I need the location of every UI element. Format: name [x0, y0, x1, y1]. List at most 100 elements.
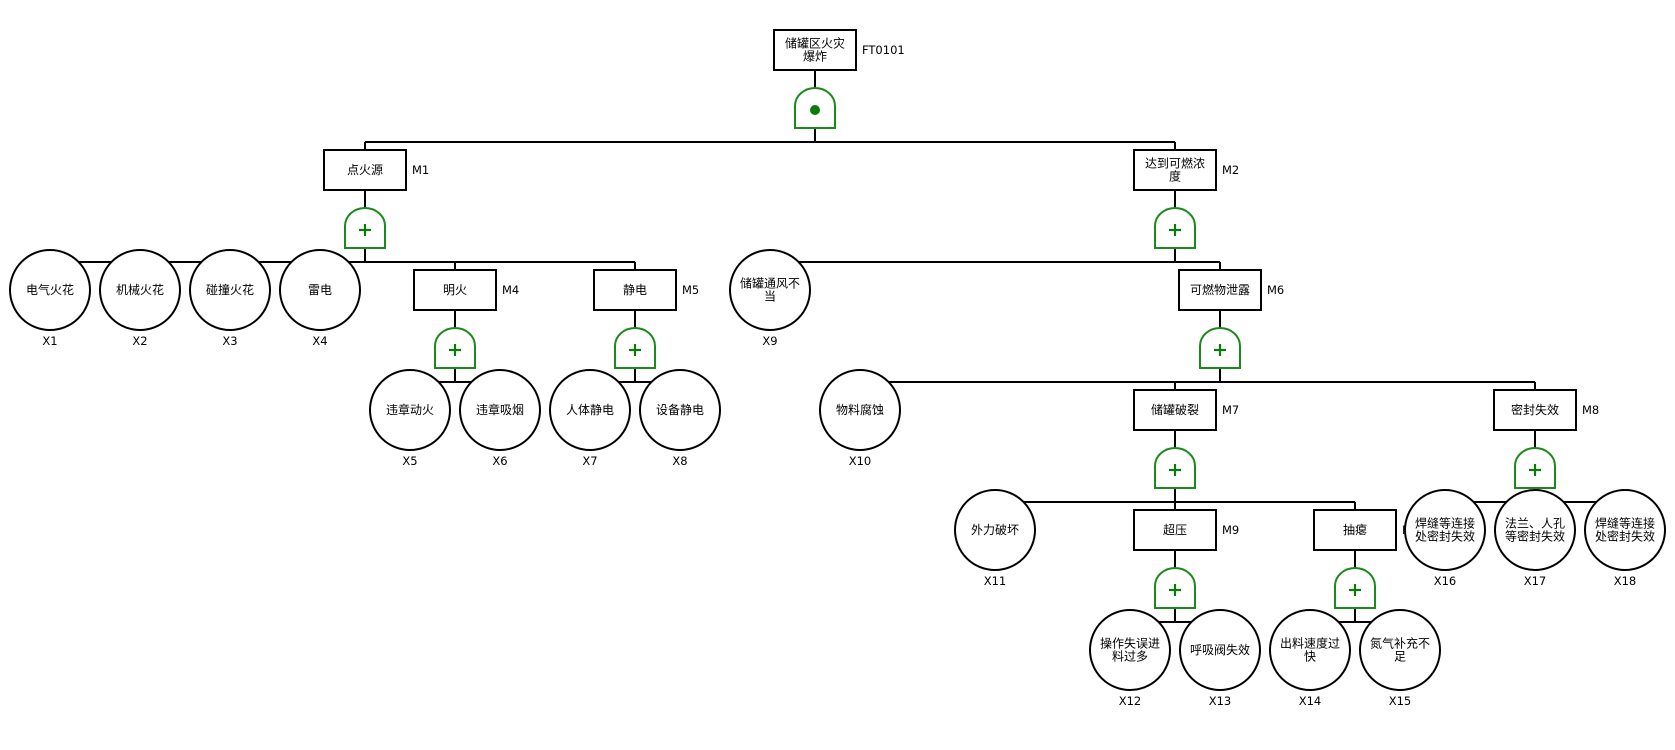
- event-id: X14: [1299, 694, 1322, 708]
- basic-event-x6[interactable]: 违章吸烟 X6: [459, 369, 541, 468]
- event-m4[interactable]: 明火 M4: [413, 269, 519, 369]
- event-box: [1133, 509, 1217, 551]
- event-id: X2: [132, 334, 147, 348]
- event-id: M6: [1267, 283, 1284, 297]
- event-label: 违章动火: [386, 402, 434, 417]
- event-id: M2: [1222, 163, 1239, 177]
- event-id: X4: [312, 334, 327, 348]
- or-gate-icon: [1514, 447, 1556, 489]
- event-label: 违章吸烟: [476, 402, 524, 417]
- basic-event-circle: [1494, 489, 1576, 571]
- basic-event-circle: [1179, 609, 1261, 691]
- event-label: 人体静电: [566, 403, 614, 417]
- event-label: 静电: [623, 283, 647, 297]
- basic-event-circle: [189, 249, 271, 331]
- event-id: X16: [1434, 574, 1457, 588]
- or-gate-icon: [344, 207, 386, 249]
- event-label: 抽瘪: [1343, 522, 1367, 537]
- event-ft0101[interactable]: 储罐区火灾爆炸 FT0101: [773, 29, 905, 129]
- event-box: [1178, 269, 1262, 311]
- event-id: M8: [1582, 403, 1599, 417]
- event-m6[interactable]: 可燃物泄露 M6: [1178, 269, 1284, 369]
- event-id: X7: [582, 454, 597, 468]
- basic-event-circle: [1269, 609, 1351, 691]
- event-label: 密封失效: [1511, 402, 1559, 417]
- event-box: [773, 29, 857, 71]
- event-box: [1133, 149, 1217, 191]
- basic-event-circle: [459, 369, 541, 451]
- event-id: X1: [42, 334, 57, 348]
- event-label: 明火: [443, 283, 467, 297]
- event-id: M4: [502, 283, 519, 297]
- event-box: [1493, 389, 1577, 431]
- basic-event-circle: [819, 369, 901, 451]
- basic-event-x5[interactable]: 违章动火 X5: [369, 369, 451, 468]
- basic-event-circle: [1584, 489, 1666, 571]
- basic-event-x4[interactable]: 雷电 X4: [279, 249, 361, 348]
- event-box: [413, 269, 497, 311]
- event-id: X9: [762, 334, 777, 348]
- event-id: X3: [222, 334, 237, 348]
- basic-event-x14[interactable]: 出料速度过快 X14: [1269, 609, 1351, 708]
- basic-event-x8[interactable]: 设备静电 X8: [639, 369, 721, 468]
- event-id: X8: [672, 454, 687, 468]
- event-id: X15: [1389, 694, 1412, 708]
- event-label: 出料速度过快: [1280, 636, 1340, 664]
- basic-event-x18[interactable]: 焊缝等连接处密封失效 X18: [1584, 489, 1666, 588]
- event-label: 雷电: [308, 283, 332, 297]
- basic-event-x2[interactable]: 机械火花 X2: [99, 249, 181, 348]
- event-id: X10: [849, 454, 872, 468]
- event-label: 电气火花: [26, 282, 74, 297]
- event-id: X5: [402, 454, 417, 468]
- event-label: 机械火花: [116, 282, 164, 297]
- or-gate-icon: [1154, 447, 1196, 489]
- basic-event-circle: [549, 369, 631, 451]
- event-id: X18: [1614, 574, 1637, 588]
- event-id: X11: [984, 574, 1007, 588]
- event-label: 焊缝等连接处密封失效: [1415, 516, 1475, 544]
- event-label: 设备静电: [656, 403, 704, 417]
- event-m8[interactable]: 密封失效 M8: [1493, 389, 1599, 489]
- event-label: 超压: [1163, 522, 1187, 537]
- event-id: FT0101: [862, 43, 905, 57]
- event-box: [323, 149, 407, 191]
- event-label: 焊缝等连接处密封失效: [1595, 516, 1655, 544]
- basic-event-circle: [954, 489, 1036, 571]
- event-label: 外力破坏: [971, 522, 1019, 537]
- basic-event-x7[interactable]: 人体静电 X7: [549, 369, 631, 468]
- and-gate-icon: [794, 87, 836, 129]
- basic-event-circle: [369, 369, 451, 451]
- basic-event-x16[interactable]: 焊缝等连接处密封失效 X16: [1404, 489, 1486, 588]
- basic-event-x9[interactable]: 储罐通风不当 X9: [729, 249, 811, 348]
- event-id: M1: [412, 163, 429, 177]
- event-label: 储罐区火灾爆炸: [785, 36, 845, 64]
- event-label: 法兰、人孔等密封失效: [1505, 517, 1565, 544]
- event-label: 操作失误进料过多: [1100, 636, 1160, 664]
- event-label: 储罐通风不当: [740, 276, 800, 304]
- event-id: X6: [492, 454, 507, 468]
- or-gate-icon: [1334, 567, 1376, 609]
- basic-event-x11[interactable]: 外力破坏 X11: [954, 489, 1036, 588]
- event-box: [1133, 389, 1217, 431]
- event-id: X13: [1209, 694, 1232, 708]
- basic-event-circle: [9, 249, 91, 331]
- basic-event-x1[interactable]: 电气火花 X1: [9, 249, 91, 348]
- basic-event-circle: [729, 249, 811, 331]
- basic-event-circle: [99, 249, 181, 331]
- basic-event-circle: [639, 369, 721, 451]
- or-gate-icon: [1199, 327, 1241, 369]
- basic-event-circle: [1404, 489, 1486, 571]
- event-label: 可燃物泄露: [1190, 282, 1250, 297]
